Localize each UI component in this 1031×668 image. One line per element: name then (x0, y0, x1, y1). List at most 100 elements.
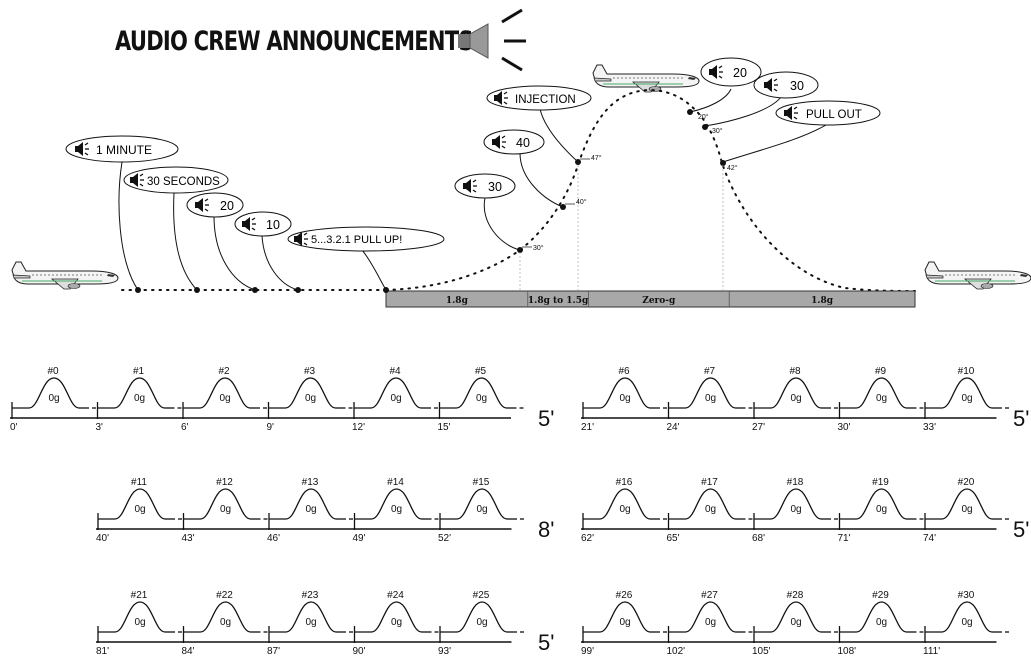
parabola-bump (941, 601, 993, 633)
parabola-number: #16 (616, 477, 633, 488)
callout-label: 30 (488, 180, 502, 194)
parabola-bump (456, 601, 508, 633)
parabola-bump (114, 601, 166, 633)
callout-injection: INJECTION (486, 85, 592, 111)
leader-line (689, 88, 732, 113)
parabola-number: #2 (218, 366, 230, 377)
parabola-number: #8 (789, 366, 801, 377)
callout-label: 30 (790, 79, 804, 93)
time-tick-label: 111' (923, 646, 940, 657)
time-tick-label: 40' (96, 533, 109, 544)
callout-point (135, 287, 141, 293)
phase-label: 1.8g to 1.5g (528, 296, 589, 306)
parabola-bump (770, 377, 822, 409)
angle-label: 47° (591, 154, 602, 162)
phase-bar-fill (385, 290, 916, 308)
callout-thirty: 30 (454, 173, 516, 199)
parabola-bump (456, 377, 507, 409)
parabola-zero-g-label: 0g (391, 504, 402, 515)
parabola-bump (685, 377, 736, 409)
time-tick-label: 6' (181, 422, 189, 433)
parabola-bump (770, 601, 822, 633)
time-tick-label: 49' (353, 533, 366, 544)
interval-end-label: 5' (1013, 406, 1029, 431)
parabola-zero-g-label: 0g (476, 504, 487, 515)
parabola-bump (941, 377, 993, 409)
parabola-bump (285, 601, 337, 633)
leader-line (118, 161, 139, 291)
parabola-number: #6 (618, 366, 630, 377)
callout-label: 20 (733, 66, 747, 80)
parabola-bump (685, 601, 736, 633)
callout-label: 20 (220, 199, 234, 213)
parabola-bump (941, 488, 993, 520)
parabola-zero-g-label: 0g (705, 617, 716, 628)
parabola-bump (856, 601, 907, 633)
interval-end-label: 5' (1013, 517, 1029, 542)
parabola-zero-g-label: 0g (790, 504, 801, 515)
parabola-number: #26 (616, 590, 633, 601)
parabola-number: #21 (131, 590, 148, 601)
interval-gap-label: 5' (538, 630, 554, 655)
parabola-zero-g-label: 0g (476, 393, 487, 404)
phase-label: Zero-g (642, 296, 676, 306)
angle-label: 20° (698, 113, 709, 121)
parabola-zero-g-label: 0g (220, 504, 231, 515)
aircraft-left-icon (11, 261, 119, 290)
callout-point (575, 159, 581, 165)
parabola-bump (856, 377, 907, 409)
parabola-zero-g-label: 0g (876, 504, 887, 515)
parabola-number: #29 (872, 590, 889, 601)
parabola-bump (856, 488, 907, 520)
parabola-bump (285, 377, 336, 409)
parabola-zero-g-label: 0g (134, 393, 145, 404)
parabola-bump (599, 601, 651, 633)
parabola-zero-g-label: 0g (134, 504, 145, 515)
time-tick-label: 102' (667, 646, 686, 657)
angle-label: 40° (576, 198, 587, 206)
time-tick-label: 105' (752, 646, 771, 657)
parabola-bump (456, 488, 508, 520)
parabola-number: #28 (787, 590, 804, 601)
parabola-zero-g-label: 0g (961, 617, 972, 628)
parabola-zero-g-label: 0g (48, 393, 59, 404)
callout-point (194, 287, 200, 293)
page-title: AUDIO CREW ANNOUNCEMENTS (115, 26, 474, 57)
parabola-number: #12 (216, 477, 233, 488)
callout-thirty-seconds: 30 SECONDS (123, 166, 229, 194)
interval-gap-label: 5' (538, 406, 554, 431)
parabola-zero-g-label: 0g (705, 504, 716, 515)
parabola-bump (599, 377, 651, 409)
leader-line (539, 108, 579, 163)
parabola-number: #17 (701, 477, 718, 488)
callout-point (517, 247, 523, 253)
parabola-bump (371, 488, 422, 520)
callout-forty: 40 (483, 129, 545, 155)
parabola-zero-g-label: 0g (619, 504, 630, 515)
time-tick-label: 84' (182, 646, 195, 657)
parabola-number: #22 (216, 590, 233, 601)
time-tick-label: 81' (96, 646, 109, 657)
parabola-bump (370, 377, 422, 409)
callout-label: 5...3.2.1 PULL UP! (311, 234, 402, 246)
leader-line (704, 95, 783, 127)
time-tick-label: 33' (923, 422, 936, 433)
parabola-zero-g-label: 0g (619, 617, 630, 628)
aircraft-right-icon (924, 261, 1031, 290)
parabola-number: #3 (304, 366, 316, 377)
parabola-zero-g-label: 0g (305, 393, 316, 404)
callout-label: 10 (266, 218, 280, 232)
time-tick-label: 9' (267, 422, 275, 433)
leader-line (483, 197, 521, 251)
parabola-zero-g-label: 0g (220, 617, 231, 628)
title-speaker-icon (458, 8, 526, 72)
callout-label: 1 MINUTE (96, 143, 152, 157)
leader-line (361, 249, 387, 291)
callout-label: 40 (516, 136, 530, 150)
phase-label: 1.8g (811, 296, 834, 306)
callout-label: 30 SECONDS (147, 176, 220, 188)
parabola-zero-g-label: 0g (790, 617, 801, 628)
callout-one-minute: 1 MINUTE (65, 135, 179, 163)
parabola-number: #18 (787, 477, 804, 488)
parabola-number: #7 (704, 366, 716, 377)
